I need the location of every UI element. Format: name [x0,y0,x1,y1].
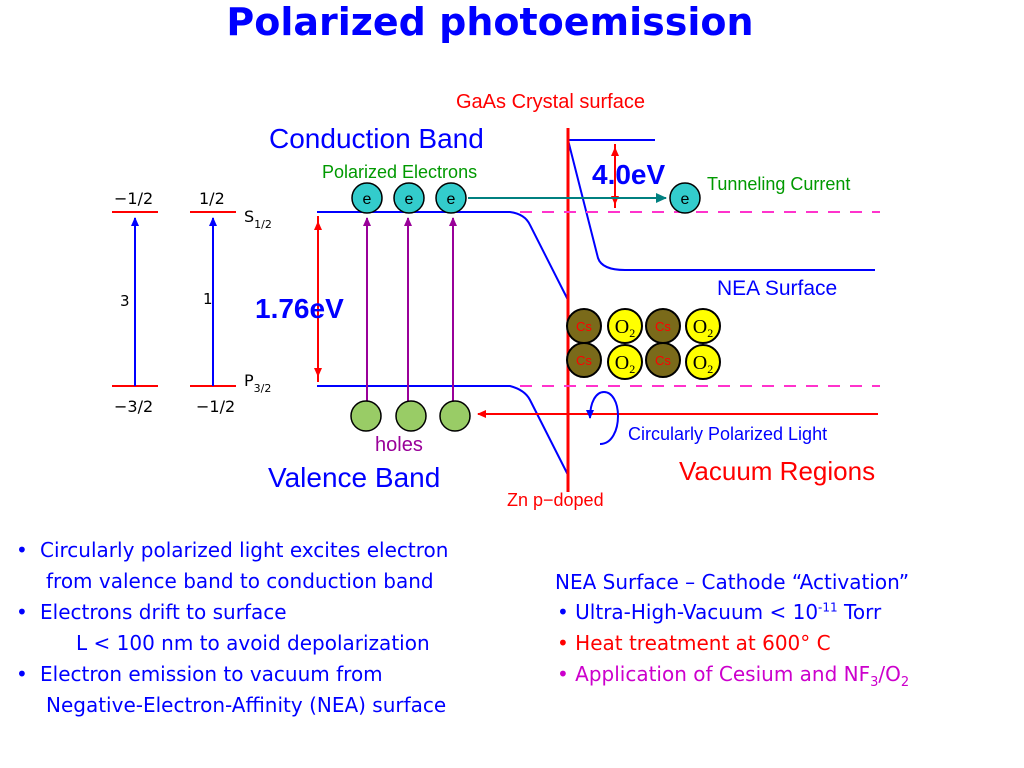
nea-activation-header: NEA Surface – Cathode “Activation” [555,570,910,594]
bullet-text: • Application of Cesium and NF3/O2 [557,662,910,690]
tunneling-current-label: Tunneling Current [707,174,850,194]
level-label-bottom-left: −3/2 [114,397,153,416]
svg-text:O2: O2 [693,316,713,340]
svg-text:Cs: Cs [576,353,592,368]
holes-label: holes [375,434,423,456]
conduction-band-line [317,211,569,301]
page-title: Polarized photoemission [226,0,754,44]
hole [350,400,382,432]
circular-light-label: Circularly Polarized Light [628,424,827,444]
bullet-marker: • [16,538,28,562]
bullet-text: Negative-Electron-Affinity (NEA) surface [46,693,447,717]
bullet-text: Electrons drift to surface [40,600,287,624]
bullet-text: from valence band to conduction band [46,569,434,593]
bullet-text: • Heat treatment at 600° C [557,631,831,655]
svg-text:e: e [363,191,372,208]
transition-weight-3: 3 [120,292,130,310]
polarization-arrow [586,390,620,445]
cs-o2-layer: Cs O2 Cs O2 Cs O2 Cs O2 [566,308,721,380]
bullet-marker: • [16,600,28,624]
svg-text:e: e [447,191,456,208]
svg-text:e: e [405,191,414,208]
svg-text:Cs: Cs [655,319,671,334]
zn-doped-label: Zn p−doped [507,490,604,510]
bullet-marker: • [16,662,28,686]
svg-text:O2: O2 [693,352,713,376]
hole [439,400,471,432]
bullet-text: L < 100 nm to avoid depolarization [76,631,430,655]
energy-diagram: −1/2 1/2 −3/2 −1/2 3 1 S1/2 P3/2 1.76eV … [112,91,880,510]
valence-band-label: Valence Band [268,462,440,493]
bullet-text: Circularly polarized light excites elect… [40,538,449,562]
svg-text:e: e [681,191,690,208]
transition-weight-1: 1 [203,290,213,308]
o2-molecule [607,344,643,380]
valence-band-line [317,385,569,476]
electron: e [435,182,467,214]
o2-molecule [685,344,721,380]
p-level-label: P3/2 [244,371,271,395]
gaas-crystal-label: GaAs Crystal surface [456,91,645,113]
electron: e [393,182,425,214]
emitted-electron: e [669,182,701,214]
bandgap-label: 1.76eV [255,293,344,324]
hole [395,400,427,432]
level-label-top-left: −1/2 [114,189,153,208]
cs-atom [645,342,681,378]
level-label-top-right: 1/2 [199,189,225,208]
nea-surface-line [567,139,875,271]
nea-surface-label: NEA Surface [717,277,837,300]
conduction-band-label: Conduction Band [269,123,484,154]
o2-molecule [607,308,643,344]
electron: e [351,182,383,214]
svg-text:Cs: Cs [655,353,671,368]
bullet-text: • Ultra-High-Vacuum < 10-11 Torr [557,600,882,624]
polarized-electrons-label: Polarized Electrons [322,162,477,182]
svg-text:O2: O2 [615,316,635,340]
o2-molecule [685,308,721,344]
s-level-label: S1/2 [244,207,272,231]
level-diagram: −1/2 1/2 −3/2 −1/2 3 1 S1/2 P3/2 [112,189,272,416]
svg-text:O2: O2 [615,352,635,376]
cs-atom [566,342,602,378]
electron-affinity-label: 4.0eV [592,159,665,190]
svg-text:Cs: Cs [576,319,592,334]
level-label-bottom-right: −1/2 [196,397,235,416]
vacuum-regions-label: Vacuum Regions [679,456,875,486]
bullet-text: Electron emission to vacuum from [40,662,383,686]
